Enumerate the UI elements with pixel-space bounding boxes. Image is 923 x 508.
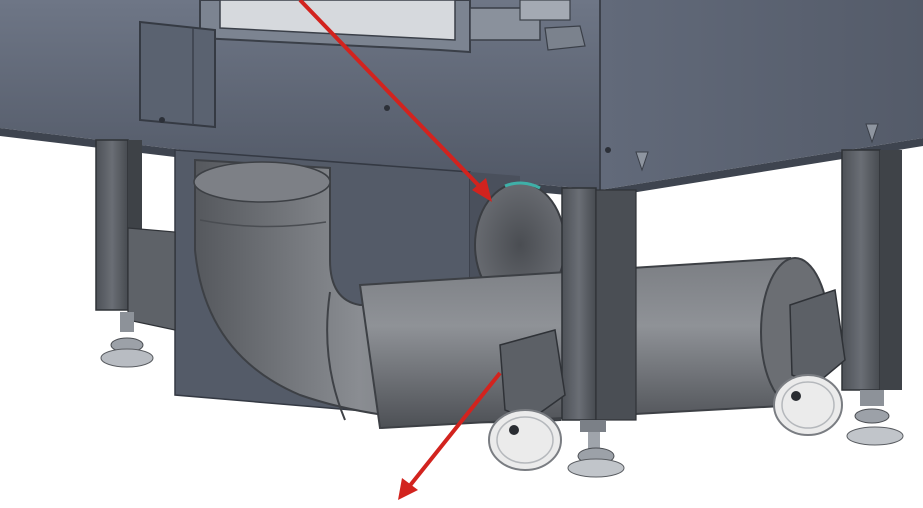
screw-icon bbox=[605, 147, 611, 153]
arrow-to-duct-inlet bbox=[298, 0, 492, 202]
window-glass bbox=[219, 0, 456, 41]
cone-foot-icon bbox=[865, 123, 879, 144]
caster-wheel-left bbox=[488, 329, 566, 471]
arrow-from-duct-outlet bbox=[398, 371, 502, 500]
cabinet-side-face bbox=[600, 0, 923, 190]
cone-foot-icon bbox=[635, 151, 649, 172]
screw-icon bbox=[384, 105, 390, 111]
leg-front-center bbox=[561, 187, 637, 478]
latch-block bbox=[544, 25, 586, 51]
hinge-plate bbox=[519, 0, 571, 21]
front-door-panel bbox=[139, 20, 216, 129]
cabinet-bottom-edge bbox=[0, 128, 923, 198]
caster-wheel-right bbox=[773, 289, 846, 436]
screw-icon bbox=[159, 117, 165, 123]
leg-rear-left bbox=[95, 139, 176, 368]
cabinet bbox=[0, 0, 923, 198]
leg-rear-right bbox=[841, 149, 904, 446]
